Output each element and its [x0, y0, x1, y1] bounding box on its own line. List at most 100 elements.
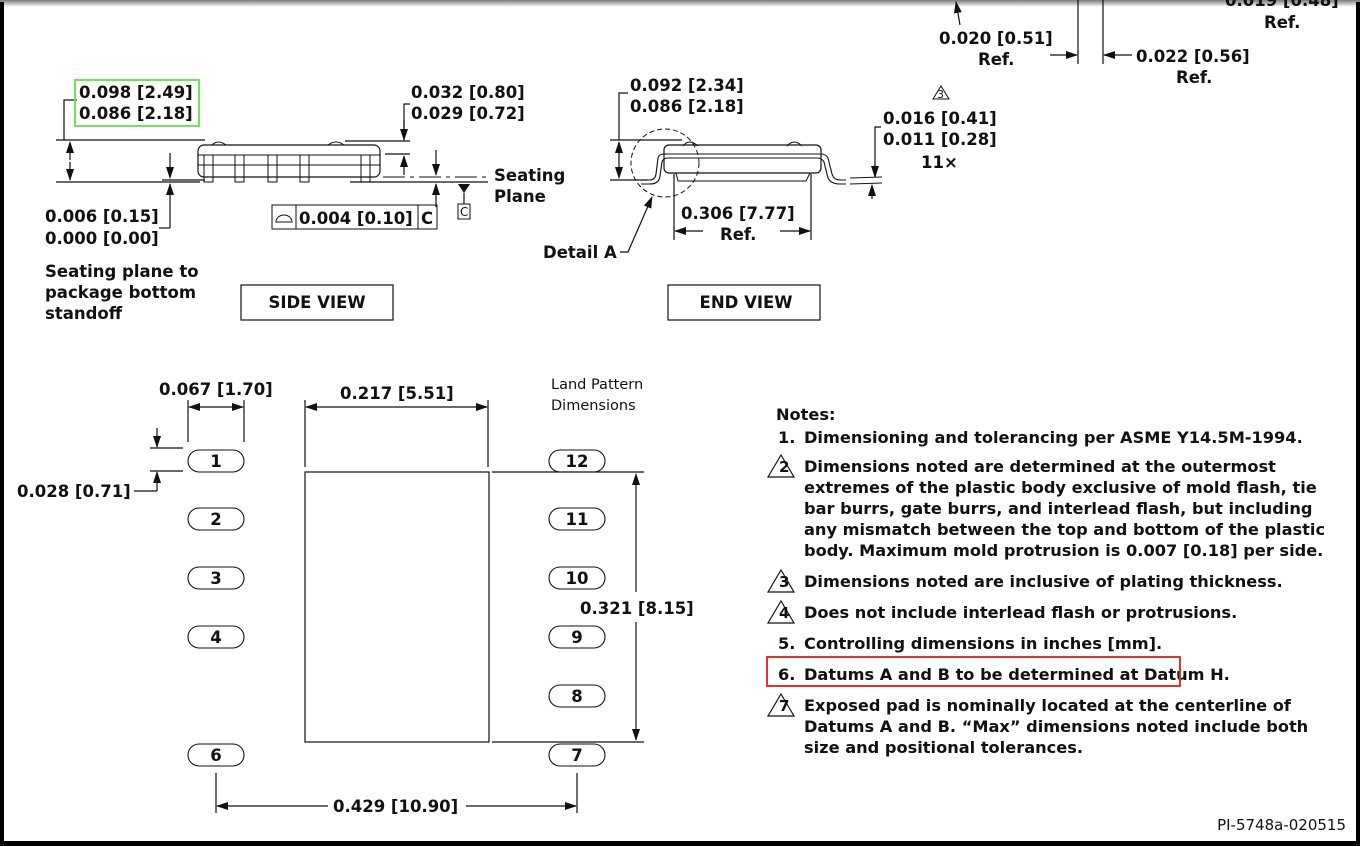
pad-outline [187, 566, 245, 590]
package-body [197, 144, 381, 178]
end-height-min: 0.086 [2.18] [630, 97, 744, 116]
seating-plane-label-1: Seating [494, 166, 565, 185]
drawing-frame-bottom [0, 841, 1360, 846]
end-width: 0.306 [7.77] [681, 204, 795, 223]
dim-lead-width-ref: Ref. [1176, 68, 1212, 87]
end-view-label: END VIEW [700, 293, 793, 312]
land-pattern-title-1: Land Pattern [551, 377, 643, 393]
end-view-label-box [667, 284, 821, 321]
dim-cutoff: 0.019 [0.48] [1225, 0, 1339, 10]
document-id: PI-5748a-020515 [1217, 816, 1346, 834]
leader-line [403, 103, 410, 140]
note-number: 5. [778, 634, 796, 653]
lead-count: 11× [921, 153, 958, 172]
land-pad: 3 [187, 566, 245, 590]
side-view-label-box [240, 284, 394, 321]
end-height-max: 0.092 [2.34] [630, 76, 744, 95]
dim-lead-gap: 0.020 [0.51] [939, 29, 1053, 48]
package-lead [267, 154, 278, 183]
standoff-caption-2: package bottom [45, 283, 196, 302]
exposed-pad-width: 0.217 [5.51] [340, 384, 454, 403]
lead-note-number: 3 [937, 88, 944, 101]
seating-plane-label-2: Plane [494, 187, 546, 206]
detail-a-leader [620, 196, 653, 253]
standoff-caption-3: standoff [45, 304, 123, 323]
pad-number: 2 [210, 510, 221, 529]
land-pad: 2 [187, 507, 245, 531]
pad-width: 0.028 [0.71] [17, 482, 131, 501]
dim-cutoff-ref: Ref. [1264, 13, 1300, 32]
package-tab [211, 141, 345, 146]
package-lead [203, 154, 214, 183]
exposed-pad-height: 0.321 [8.15] [580, 599, 694, 618]
note-flag-icon: 7 [766, 692, 800, 718]
pad-outline [548, 566, 606, 590]
standoff-max: 0.006 [0.15] [45, 207, 159, 226]
lead-thickness-max: 0.016 [0.41] [883, 109, 997, 128]
pad-number: 1 [210, 452, 221, 471]
detail-a-circle [630, 128, 700, 198]
pad-length: 0.067 [1.70] [159, 380, 273, 399]
land-pad: 8 [548, 684, 606, 708]
leader-arrow [953, 1, 962, 26]
notes-list: 1. Dimensioning and tolerancing per ASME … [766, 427, 1346, 758]
pad-outline [548, 743, 606, 767]
dim-lead-width: 0.022 [0.56] [1136, 47, 1250, 66]
land-pad: 7 [548, 743, 606, 767]
note-flag-icon: 3 [766, 568, 800, 594]
pad-outline [548, 449, 606, 473]
pad-number: 10 [566, 569, 589, 588]
pad-outline [548, 684, 606, 708]
pad-outline [548, 507, 606, 531]
land-pattern-title-2: Dimensions [551, 398, 636, 414]
note-item: 5. Controlling dimensions in inches [mm]. [776, 633, 1346, 654]
window-top-edge [0, 0, 1360, 6]
side-height-min: 0.086 [2.18] [79, 104, 193, 123]
pad-number: 6 [210, 746, 221, 765]
exposed-pad-profile [675, 172, 811, 182]
end-width-ref: Ref. [720, 225, 756, 244]
land-pad: 1 [187, 449, 245, 473]
exposed-pad [304, 471, 490, 743]
drawing-frame-left [0, 2, 4, 846]
drawing-frame-right [1356, 2, 1360, 846]
land-pad: 12 [548, 449, 606, 473]
lead-thickness-min: 0.011 [0.28] [883, 130, 997, 149]
pad-number: 4 [210, 628, 221, 647]
note-number: 4 [779, 604, 790, 622]
side-view-label: SIDE VIEW [268, 293, 365, 312]
note-flag-icon [932, 85, 950, 100]
note-flag-icon: 2 [766, 453, 800, 479]
flatness-value: 0.004 [0.10] [299, 209, 413, 228]
standoff-min: 0.000 [0.00] [45, 229, 159, 248]
note-highlight-box [766, 656, 1181, 687]
note-text: Datums A and B to be determined at Datum… [804, 665, 1230, 684]
pad-number: 7 [571, 746, 582, 765]
leader-line [618, 92, 628, 140]
body-thickness-min: 0.029 [0.72] [411, 104, 525, 123]
profile-of-surface-icon [275, 214, 293, 223]
package-body [663, 144, 822, 174]
package-lead [360, 154, 371, 183]
datum-box [457, 203, 471, 220]
note-number: 6. [778, 665, 796, 684]
standoff-caption-1: Seating plane to [45, 262, 199, 281]
extension-line [849, 182, 883, 185]
dim-lead-gap-ref: Ref. [978, 50, 1014, 69]
selection-highlight [74, 79, 200, 127]
pad-number: 9 [571, 628, 582, 647]
note-item: 6. Datums A and B to be determined at Dat… [776, 664, 1346, 685]
control-frame-border [271, 204, 438, 230]
note-text: Dimensioning and tolerancing per ASME Y1… [804, 428, 1303, 447]
note-number: 1. [778, 428, 796, 447]
note-text: Exposed pad is nominally located at the … [804, 696, 1309, 757]
note-number: 3 [779, 573, 790, 591]
package-lead [234, 154, 245, 183]
note-text: Controlling dimensions in inches [mm]. [804, 634, 1163, 653]
